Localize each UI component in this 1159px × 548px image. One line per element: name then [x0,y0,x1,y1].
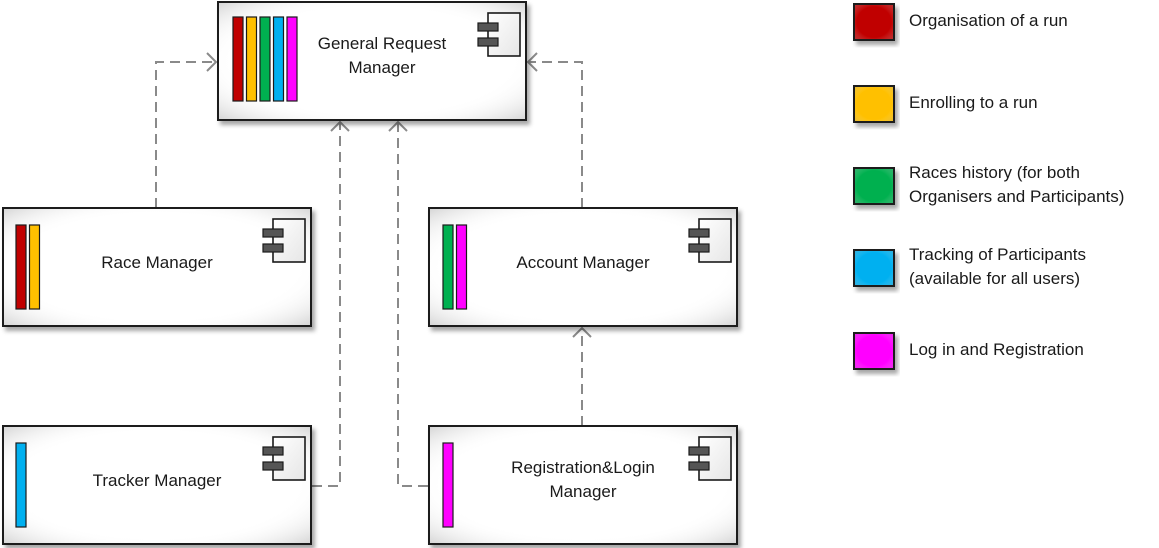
component-tracker[interactable]: Tracker Manager [2,425,312,545]
legend-label-line: Organisers and Participants) [909,187,1124,206]
component-account[interactable]: Account Manager [428,207,738,327]
arrow-head-icon [206,52,218,72]
feature-strip-organisation [15,224,27,310]
feature-strip-history [442,224,454,310]
component-label-line: Account Manager [516,253,650,272]
uml-component-icon [477,12,521,57]
dependency-line [312,122,341,487]
feature-strip-organisation [232,16,244,102]
legend-label-login: Log in and Registration [909,340,1084,359]
uml-component-icon [262,436,306,481]
arrow-head-icon [330,120,350,132]
legend-swatch-shading [855,5,893,39]
legend-label-line: (available for all users) [909,269,1080,288]
legend-label-line: Tracking of Participants [909,245,1086,264]
legend-label-tracking: Tracking of Participants (available for a… [909,245,1086,288]
connection-race-to-general [155,52,218,208]
component-label-tracker: Tracker Manager [93,471,222,490]
legend-label-enrolling: Enrolling to a run [909,93,1038,112]
component-box-shading [430,427,736,543]
legend-swatch-shading [855,169,893,203]
feature-strip-tracking [272,16,285,102]
component-label-line: Registration&Login [511,458,655,477]
component-race[interactable]: Race Manager [2,207,312,327]
legend-label-line: Log in and Registration [909,340,1084,359]
feature-strip-tracking [15,442,27,528]
component-box-shading [4,209,310,325]
legend-swatch-shading [855,334,893,368]
legend-label-line: Organisation of a run [909,11,1068,30]
arrow-head-icon [572,326,592,338]
feature-strip-enrolling [28,224,41,310]
feature-strip-login [286,16,298,102]
arrow-head-icon [526,52,538,72]
component-label-account: Account Manager [516,253,650,272]
legend-label-line: Races history (for both [909,163,1080,182]
component-label-line: Manager [549,482,616,501]
arrow-head-icon [388,120,408,132]
component-box-shading [430,209,736,325]
legend-item-tracking: Tracking of Participants (available for a… [853,245,1086,288]
connections [155,52,592,487]
component-label-line: Tracker Manager [93,471,222,490]
uml-component-icon [262,218,306,263]
uml-component-icon [688,218,732,263]
legend-item-enrolling: Enrolling to a run [853,85,1038,123]
connection-registration-to-account [572,326,592,426]
legend-item-login: Log in and Registration [853,332,1084,370]
component-label-race: Race Manager [101,253,213,272]
legend-swatch-shading [855,251,893,285]
uml-component-icon [688,436,732,481]
component-box-shading [4,427,310,543]
feature-strip-login [442,442,454,528]
connection-tracker-to-general [312,120,350,487]
dependency-line [528,61,583,208]
component-label-line: General Request [318,34,447,53]
legend-item-organisation: Organisation of a run [853,3,1068,41]
feature-strip-enrolling [245,16,258,102]
legend-label-line: Enrolling to a run [909,93,1038,112]
component-label-line: Race Manager [101,253,213,272]
connection-registration-to-general [388,120,428,487]
feature-strip-login [455,224,468,310]
dependency-line [155,61,216,208]
dependency-line [397,122,428,487]
feature-strip-history [259,16,271,102]
connection-account-to-general [526,52,583,208]
component-label-line: Manager [348,58,415,77]
legend-label-organisation: Organisation of a run [909,11,1068,30]
legend-swatch-shading [855,87,893,121]
